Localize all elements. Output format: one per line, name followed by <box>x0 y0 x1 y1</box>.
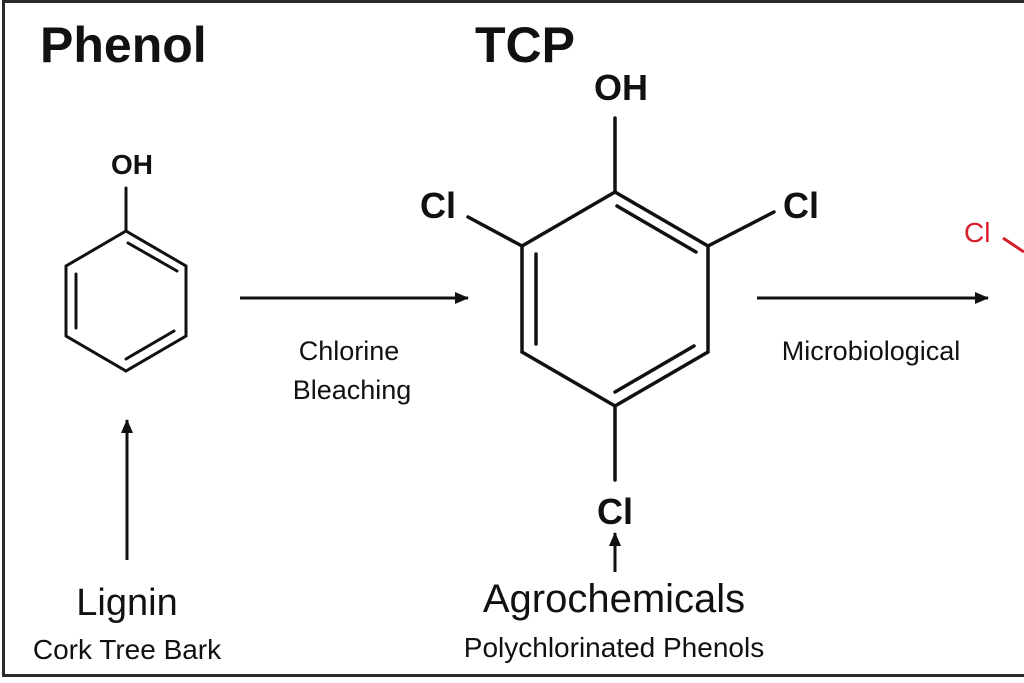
phenol-double-bond-1 <box>126 241 179 273</box>
tcp-double-bond-2 <box>613 344 696 394</box>
source-lignin-subtitle: Cork Tree Bark <box>33 634 222 665</box>
tcp-ring <box>520 189 710 409</box>
partial-cl-label: Cl <box>964 217 990 248</box>
tcp-cl-right-label: Cl <box>783 185 819 226</box>
tcp-oh-label: OH <box>594 67 648 108</box>
tcp-cl-bottom-label: Cl <box>597 491 633 532</box>
arrow1-label-line1: Chlorine <box>299 336 400 366</box>
tcp-cl-left-label: Cl <box>420 185 456 226</box>
phenol-structure <box>64 186 188 373</box>
tcp-cl-left-bond <box>466 215 524 248</box>
source-lignin-title: Lignin <box>76 582 177 624</box>
source-agrochemicals-subtitle: Polychlorinated Phenols <box>464 632 764 663</box>
phenol-oh-label: OH <box>111 149 153 180</box>
tcp-structure <box>466 116 776 482</box>
tcp-double-bond-1 <box>615 204 698 254</box>
tcp-cl-right-bond <box>706 210 776 248</box>
source-agrochemicals-title: Agrochemicals <box>483 577 745 621</box>
heading-phenol: Phenol <box>40 17 207 73</box>
arrow2-label: Microbiological <box>782 336 961 366</box>
phenol-double-bond-2 <box>124 329 176 361</box>
heading-tcp: TCP <box>475 17 575 73</box>
partial-cl-bond <box>1002 236 1024 254</box>
arrow1-label-line2: Bleaching <box>293 375 412 405</box>
phenol-ring <box>64 229 188 373</box>
